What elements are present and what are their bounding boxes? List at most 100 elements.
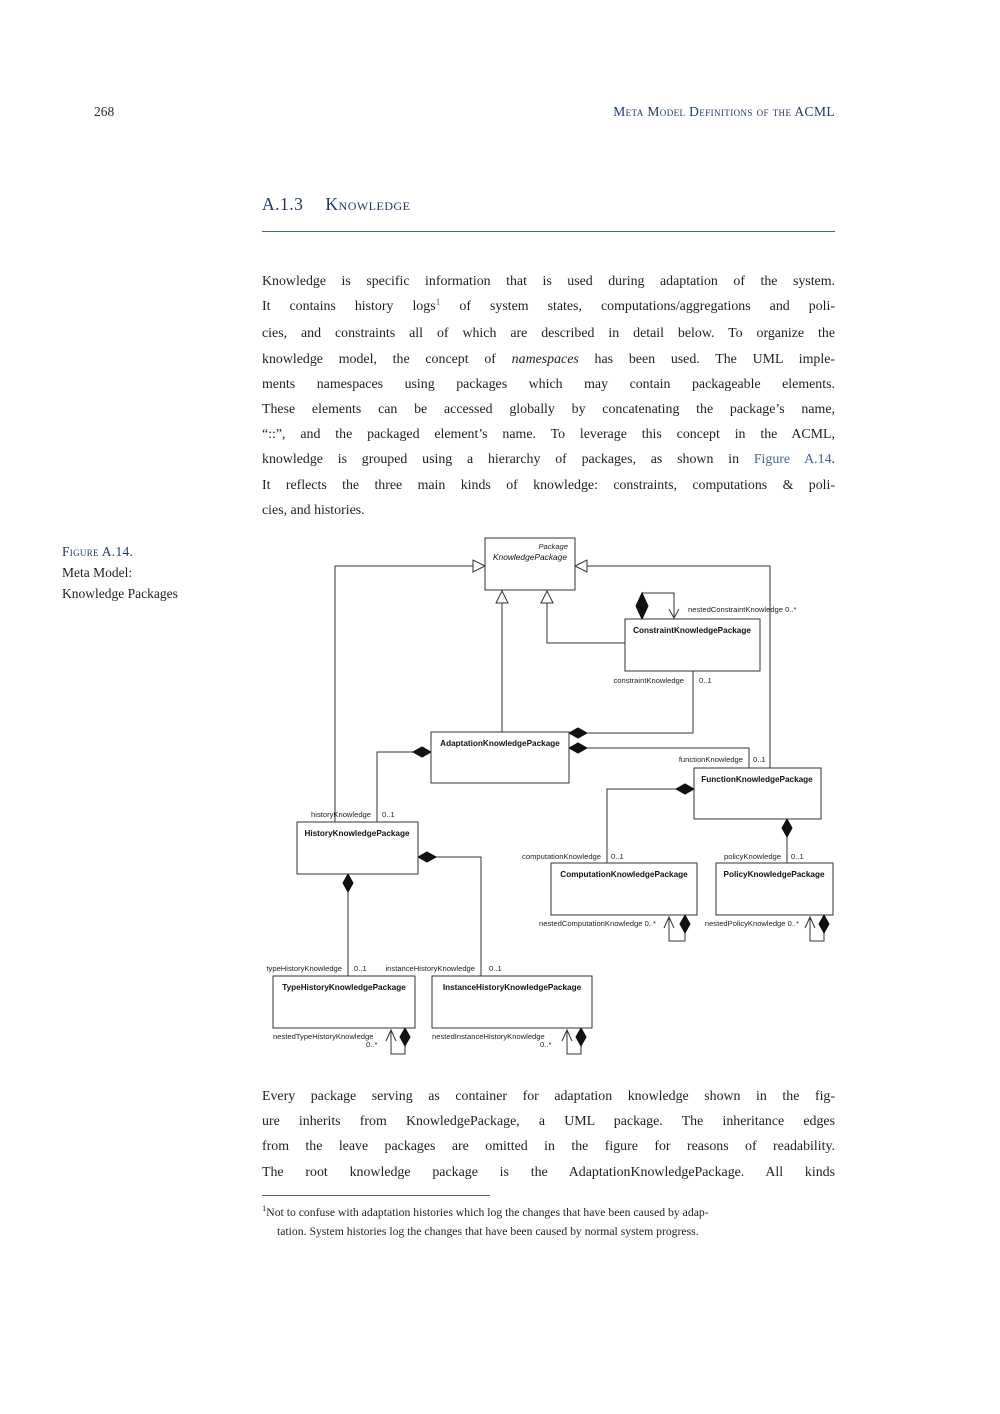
association-type-history-knowledge: typeHistoryKnowledge 0..1: [266, 872, 367, 976]
figure-caption-line: Knowledge Packages: [62, 585, 178, 601]
role-label: historyKnowledge: [311, 810, 371, 819]
text-line: ure inherits from KnowledgePackage, a UM…: [262, 1114, 835, 1130]
role-label: typeHistoryKnowledge: [266, 964, 342, 973]
class-name: TypeHistoryKnowledgePackage: [282, 983, 406, 992]
uml-class-constraint-knowledge-package: ConstraintKnowledgePackage: [624, 618, 761, 672]
paragraph-1: Knowledge is specific information that i…: [262, 269, 835, 523]
association-label: nestedComputationKnowledge 0..*: [539, 919, 656, 928]
association-label: nestedPolicyKnowledge 0..*: [705, 919, 799, 928]
self-association-constraint: nestedConstraintKnowledge 0..*: [635, 591, 797, 621]
aggregation-diamond-icon: [567, 742, 589, 754]
class-name: KnowledgePackage: [493, 552, 567, 562]
uml-package-diagram: nestedConstraintKnowledge 0..* constrain…: [266, 537, 834, 1055]
section-heading: A.1.3 Knowledge: [262, 194, 411, 215]
aggregation-diamond-icon: [416, 851, 438, 863]
text-line: Every package serving as container for a…: [262, 1089, 835, 1104]
section-number: A.1.3: [262, 194, 304, 214]
role-label: computationKnowledge: [522, 852, 601, 861]
uml-class-instance-history-knowledge-package: InstanceHistoryKnowledgePackage: [431, 975, 593, 1029]
figure-caption-line: Meta Model:: [62, 564, 133, 580]
figure-reference-link[interactable]: Figure A.14: [753, 452, 832, 468]
uml-class-function-knowledge-package: FunctionKnowledgePackage: [693, 767, 822, 820]
multiplicity-label: 0..1: [489, 964, 502, 973]
inheritance-edge-function-to-knowledgepackage: [573, 559, 771, 768]
aggregation-diamond-icon: [781, 817, 793, 839]
aggregation-diamond-icon: [818, 913, 830, 935]
text-run: .: [831, 452, 836, 468]
multiplicity-label: 0..*: [366, 1040, 377, 1049]
multiplicity-label: 0..1: [791, 852, 804, 861]
open-arrow-icon: [385, 1028, 397, 1042]
text-line: The root knowledge package is the Adapta…: [262, 1164, 835, 1180]
uml-class-knowledge-package: Package KnowledgePackage: [484, 537, 576, 591]
aggregation-diamond-icon: [399, 1026, 411, 1048]
aggregation-diamond-icon: [674, 783, 696, 795]
multiplicity-label: 0..1: [753, 755, 766, 764]
multiplicity-label: 0..1: [699, 676, 712, 685]
role-label: functionKnowledge: [679, 755, 743, 764]
inheritance-triangle-icon: [540, 589, 554, 604]
class-name: ComputationKnowledgePackage: [560, 870, 688, 879]
association-computation-knowledge: computationKnowledge 0..1: [522, 783, 696, 863]
footnote-marker: 1: [262, 1203, 267, 1213]
uml-class-computation-knowledge-package: ComputationKnowledgePackage: [550, 862, 698, 916]
footnote-text: Not to confuse with adaptation histories…: [266, 1205, 709, 1219]
footnote: 1Not to confuse with adaptation historie…: [262, 1199, 838, 1241]
association-label: nestedInstanceHistoryKnowledge: [432, 1032, 545, 1041]
text-line: cies, and histories.: [262, 502, 365, 518]
section-title: Knowledge: [325, 194, 411, 214]
aggregation-diamond-icon: [679, 913, 691, 935]
text-run: knowledge model, the concept of: [262, 351, 512, 367]
page-number: 268: [94, 104, 115, 119]
open-arrow-icon: [804, 915, 816, 929]
role-label: policyKnowledge: [724, 852, 781, 861]
uml-class-type-history-knowledge-package: TypeHistoryKnowledgePackage: [272, 975, 416, 1029]
uml-class-adaptation-knowledge-package: AdaptationKnowledgePackage: [430, 731, 570, 784]
association-label: nestedTypeHistoryKnowledge: [273, 1032, 373, 1041]
text-run: knowledge is grouped using a hierarchy o…: [262, 452, 754, 468]
open-arrow-icon: [663, 915, 675, 929]
inheritance-triangle-icon: [573, 559, 588, 573]
association-policy-knowledge: policyKnowledge 0..1: [724, 817, 804, 863]
text-run: has been used. The UML imple-: [578, 351, 835, 367]
uml-class-policy-knowledge-package: PolicyKnowledgePackage: [715, 862, 834, 916]
aggregation-diamond-icon: [575, 1026, 587, 1048]
figure-caption-label: Figure A.14.: [62, 544, 134, 559]
footnote-ref-link[interactable]: 1: [435, 298, 441, 309]
text-line: “::”, and the packaged element’s name. T…: [262, 427, 835, 443]
open-arrow-icon: [561, 1028, 573, 1042]
class-name: PolicyKnowledgePackage: [723, 870, 824, 879]
aggregation-diamond-icon: [411, 746, 433, 758]
association-constraint-knowledge: constraintKnowledge 0..1: [567, 671, 712, 739]
inheritance-edge-history-to-knowledgepackage: [334, 559, 487, 822]
text-line: knowledge model, the concept of namespac…: [262, 347, 835, 372]
open-arrow-icon: [668, 608, 680, 620]
role-label: constraintKnowledge: [614, 676, 685, 685]
text-line: knowledge is grouped using a hierarchy o…: [262, 447, 835, 472]
text-line: These elements can be accessed globally …: [262, 402, 835, 418]
text-run: of system states, computations/aggregati…: [440, 299, 835, 315]
aggregation-diamond-icon: [567, 727, 589, 739]
stereotype-label: Package: [538, 542, 568, 551]
section-rule: [262, 231, 835, 233]
italic-term: namespaces: [511, 351, 579, 367]
text-line: Knowledge is specific information that i…: [262, 274, 835, 289]
footnote-line: 1Not to confuse with adaptation historie…: [262, 1199, 838, 1222]
footnote-rule: [262, 1195, 490, 1196]
multiplicity-label: 0..1: [611, 852, 624, 861]
aggregation-diamond-icon: [635, 591, 649, 621]
role-label: instanceHistoryKnowledge: [386, 964, 476, 973]
multiplicity-label: 0..1: [382, 810, 395, 819]
running-header: Meta Model Definitions of the ACML: [613, 104, 835, 119]
text-line: ments namespaces using packages which ma…: [262, 376, 835, 392]
inheritance-triangle-icon: [472, 559, 487, 573]
class-name: ConstraintKnowledgePackage: [633, 626, 751, 635]
self-association-type-history: nestedTypeHistoryKnowledge 0..*: [273, 1026, 411, 1055]
inheritance-edge-adaptation-to-knowledgepackage: [495, 589, 509, 732]
multiplicity-label: 0..*: [540, 1040, 551, 1049]
footnote-line: tation. System histories log the changes…: [277, 1224, 699, 1238]
multiplicity-label: 0..1: [354, 964, 367, 973]
text-line: cies, and constraints all of which are d…: [262, 326, 835, 342]
figure-caption: Figure A.14. Meta Model: Knowledge Packa…: [62, 542, 252, 604]
class-name: AdaptationKnowledgePackage: [440, 739, 560, 748]
